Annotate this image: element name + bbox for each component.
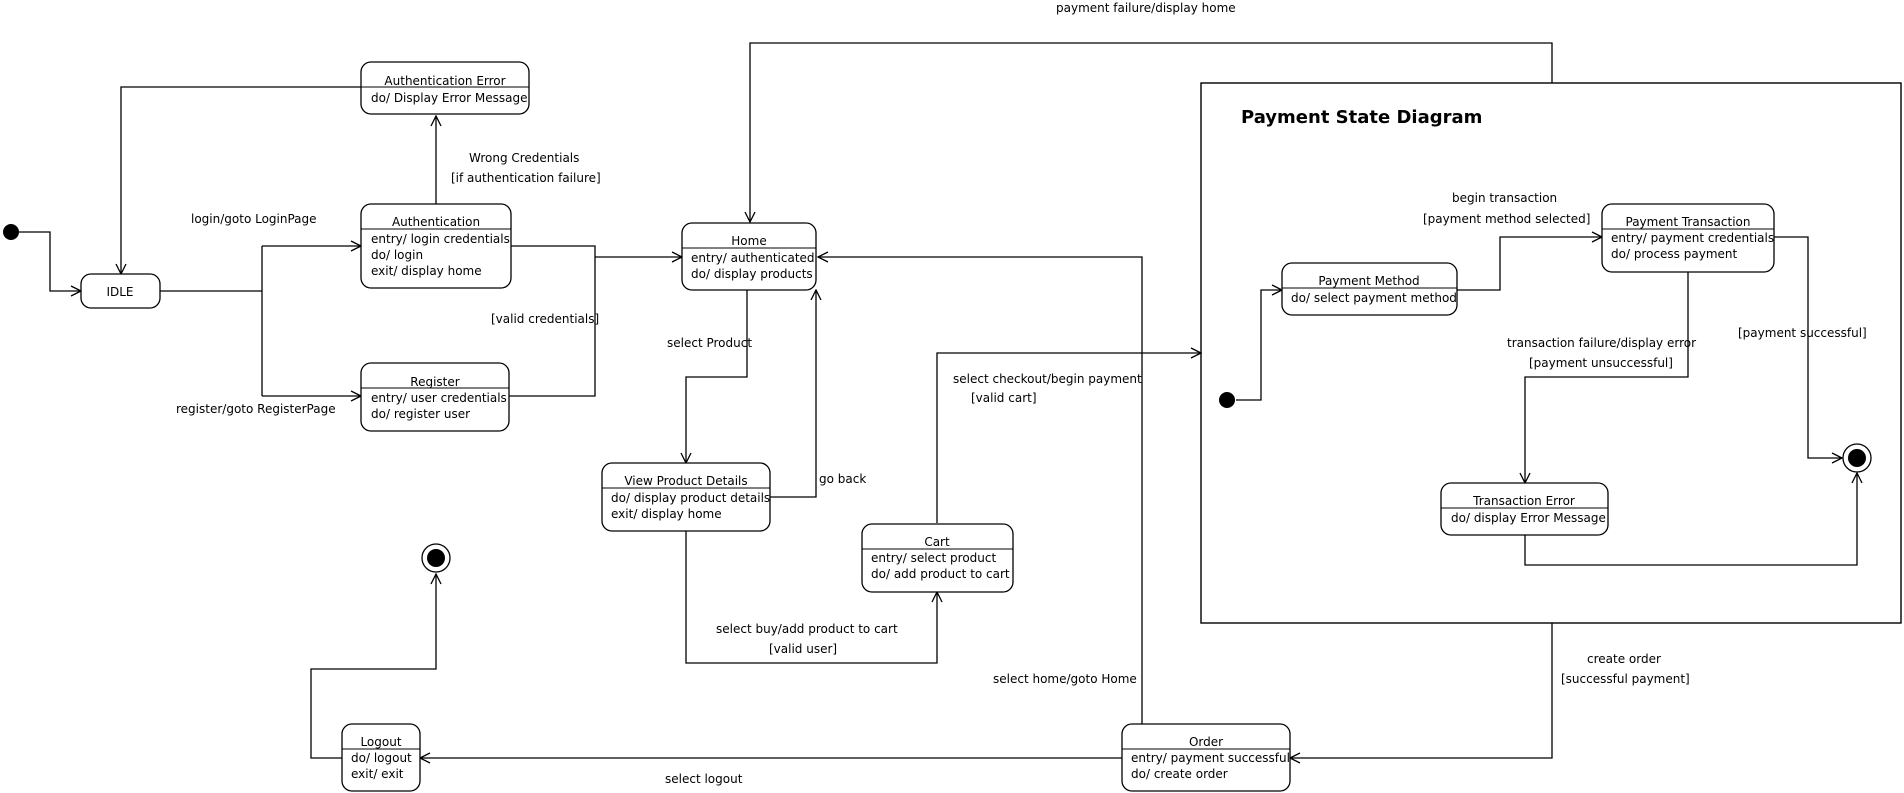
state-payment-method: Payment Method do/ select payment method [1281,262,1458,316]
edge-cart-payment [936,353,1201,523]
edge-viewproduct-cart [685,531,937,664]
edge-viewproduct-home [770,290,816,498]
state-activity: entry/ payment successful [1131,751,1290,765]
state-activity: exit/ display home [611,507,722,521]
label-select-logout: select logout [665,772,743,786]
state-home: Home entry/ authenticated do/ display pr… [681,222,817,291]
state-name: Logout [360,735,401,749]
state-name: Payment Transaction [1626,215,1751,229]
composite-title: Payment State Diagram [1241,107,1482,128]
final-state-logout [421,543,451,573]
edge-paymentmethod-transaction [1457,237,1602,291]
state-name: Order [1189,735,1223,749]
state-activity: entry/ select product [871,551,997,565]
inner-initial-state [1219,392,1235,408]
edge-home-viewproduct [686,290,748,463]
label-guard-payment-unsuccessful: [payment unsuccessful] [1529,356,1673,370]
state-activity: entry/ authenticated [691,251,815,265]
edge-order-home [818,257,1143,724]
state-activity: do/ display product details [611,491,770,505]
edge-payment-home [750,42,1553,222]
edge-auth-home-a [511,245,596,257]
state-name: Register [410,375,459,389]
state-logout: Logout do/ logout exit/ exit [341,723,421,792]
label-guard-valid-cart: [valid cart] [971,391,1037,405]
payment-composite-frame [1200,82,1902,624]
state-idle: IDLE [80,273,161,309]
label-go-back: go back [819,472,866,486]
label-guard-valid-user: [valid user] [769,642,837,656]
state-activity: do/ add product to cart [871,567,1010,581]
edge-error-final [1524,473,1857,566]
state-name: View Product Details [624,474,747,488]
state-name: Authentication [392,215,480,229]
label-wrong-credentials: Wrong Credentials [469,151,579,165]
label-select-home: select home/goto Home [993,672,1137,686]
state-register: Register entry/ user credentials do/ reg… [360,362,510,432]
edge-autherror-idle [121,86,361,274]
state-activity: do/ select payment method [1291,291,1457,305]
edge-payment-order [1290,623,1553,758]
state-activity: entry/ user credentials [371,391,507,405]
state-payment-transaction: Payment Transaction entry/ payment crede… [1601,203,1775,273]
label-guard-valid-credentials: [valid credentials] [491,312,599,326]
label-begin-transaction: begin transaction [1452,191,1557,205]
label-login-goto: login/goto LoginPage [191,212,317,226]
state-activity: exit/ exit [351,767,404,781]
state-activity: entry/ payment credentials [1611,231,1774,245]
edge-transaction-final [1774,236,1842,458]
label-guard-auth-failure: [if authentication failure] [451,171,601,185]
final-state-payment [1842,443,1872,473]
state-activity: do/ process payment [1611,247,1737,261]
label-create-order: create order [1587,652,1661,666]
state-transaction-error: Transaction Error do/ display Error Mess… [1440,482,1609,536]
state-activity: do/ display Error Message [1451,511,1606,525]
state-cart: Cart entry/ select product do/ add produ… [861,523,1014,593]
label-select-checkout: select checkout/begin payment [953,372,1142,386]
state-activity: do/ display products [691,267,813,281]
state-view-product-details: View Product Details do/ display product… [601,462,771,532]
state-order: Order entry/ payment successful do/ crea… [1121,723,1291,792]
state-name: Home [731,234,766,248]
label-select-buy: select buy/add product to cart [716,622,898,636]
state-activity: do/ register user [371,407,470,421]
label-guard-payment-successful: [payment successful] [1738,326,1867,340]
state-name: Cart [924,535,950,549]
edge-register-home-a [509,257,596,397]
edge-logout-final [310,574,436,759]
state-name: IDLE [106,285,133,299]
state-authentication-error: Authentication Error do/ Display Error M… [360,61,530,115]
state-name: Transaction Error [1472,494,1575,508]
initial-state [3,224,19,240]
label-guard-payment-method-selected: [payment method selected] [1423,212,1590,226]
state-activity: do/ create order [1131,767,1228,781]
label-select-product: select Product [667,336,752,350]
state-authentication: Authentication entry/ login credentials … [360,203,512,289]
state-activity: exit/ display home [371,264,482,278]
state-activity: do/ Display Error Message [371,91,528,105]
state-activity: do/ login [371,248,423,262]
state-name: Authentication Error [384,74,505,88]
label-transaction-failure: transaction failure/display error [1507,336,1696,350]
label-guard-successful-payment: [successful payment] [1561,672,1690,686]
label-payment-failure: payment failure/display home [1056,1,1236,15]
label-register-goto: register/goto RegisterPage [176,402,336,416]
state-activity: do/ logout [351,751,412,765]
state-name: Payment Method [1318,274,1419,288]
edge-inner-initial-paymentmethod [1236,290,1282,401]
state-activity: entry/ login credentials [371,232,510,246]
edge-initial-idle [11,231,81,291]
edge-transaction-error [1525,272,1689,483]
